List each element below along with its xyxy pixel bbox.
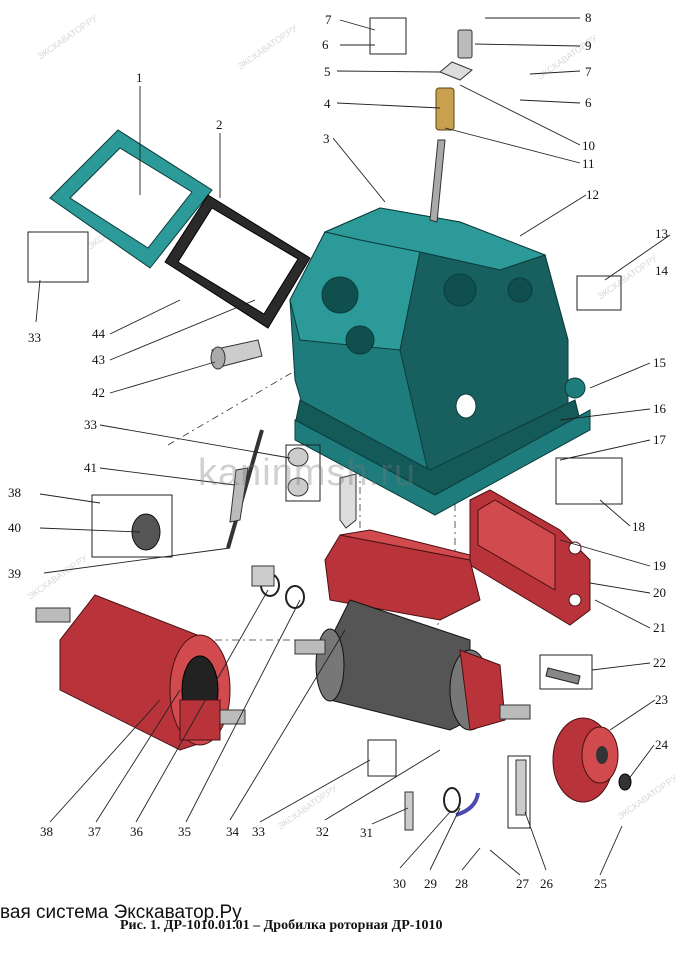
callout-1: 1 [136,70,143,85]
callout-4: 4 [324,96,331,111]
callout-44: 44 [92,326,106,341]
figure-caption: Рис. 1. ДР-1010.01.01 – Дробилка роторна… [120,918,443,933]
callout-9: 9 [585,38,592,53]
watermark-small: ЭКСКАВАТОР.РУ [25,553,89,602]
tie-rod-41 [226,429,264,549]
callout-7b: 7 [585,64,592,79]
callout-13: 13 [655,226,668,241]
housing-base-16 [294,409,591,516]
callout-34: 34 [226,824,240,839]
callout-25: 25 [594,876,607,891]
callout-15: 15 [653,355,666,370]
rotor-34 [294,599,531,731]
pin-31 [404,791,414,831]
callout-38: 38 [40,824,53,839]
callout-18: 18 [632,519,645,534]
gasket-1 [49,129,213,269]
gasket-2 [164,194,311,329]
callout-24: 24 [655,737,669,752]
callout-35: 35 [178,824,191,839]
key-22 [545,667,581,685]
side-cover-20 [469,489,591,626]
callout-33c: 33 [28,330,41,345]
crusher-housing-3 [289,207,581,501]
callout-32: 32 [316,824,329,839]
callout-12: 12 [586,187,599,202]
callout-23: 23 [655,692,668,707]
spring-4 [435,87,455,131]
callout-42: 42 [92,385,105,400]
callout-30: 30 [393,876,406,891]
callout-labels: 1 2 3 4 5 6 7 8 9 7 6 10 11 12 13 14 15 … [8,10,669,891]
callout-31: 31 [360,825,373,840]
watermark-small: ЭКСКАВАТОР.РУ [235,23,299,72]
callout-28: 28 [455,876,468,891]
callout-6: 6 [322,37,329,52]
plate-5 [439,61,473,81]
axle-42 [210,339,263,370]
pin-26 [515,759,527,816]
callout-43: 43 [92,352,105,367]
callout-41: 41 [84,460,97,475]
callout-27: 27 [516,876,530,891]
snap-ring-30 [443,787,461,813]
drum-37 [35,594,246,751]
callout-10: 10 [582,138,595,153]
callout-19: 19 [653,558,666,573]
pin-part [339,473,357,529]
pulley-23 [552,717,619,803]
callout-5: 5 [324,64,331,79]
callout-16: 16 [653,401,667,416]
callout-7: 7 [325,12,332,27]
callout-39: 39 [8,566,21,581]
ring-29 [455,792,480,817]
callout-37: 37 [88,824,102,839]
cap-15 [564,377,586,399]
threaded-rod-11 [429,139,446,223]
callout-11: 11 [582,156,595,171]
callout-40: 40 [8,520,21,535]
leader-lines [35,17,671,876]
callout-38b: 38 [8,485,21,500]
callout-8: 8 [585,10,592,25]
callout-33b: 33 [84,417,97,432]
callout-36: 36 [130,824,144,839]
callout-6b: 6 [585,95,592,110]
callout-33: 33 [252,824,265,839]
watermark-main: kaninmsh.ru [198,452,416,494]
bushing-pair-33 [287,447,309,497]
callout-14: 14 [655,263,669,278]
callout-2: 2 [216,117,223,132]
washer-24 [618,773,632,791]
callout-3: 3 [323,131,330,146]
callout-21: 21 [653,620,666,635]
callout-26: 26 [540,876,554,891]
lower-housing [324,529,481,621]
watermark-small: ЭКСКАВАТОР.РУ [275,783,339,832]
callout-boxes [27,17,623,829]
callout-17: 17 [653,432,667,447]
watermark-small: ЭКСКАВАТОР.РУ [595,253,659,302]
callout-20: 20 [653,585,666,600]
bushing-9 [457,29,473,59]
callout-22: 22 [653,655,666,670]
watermark-small: ЭКСКАВАТОР.РУ [35,13,99,62]
washer-36 [251,565,305,609]
site-text: вая система Экскаватор.Ру [0,902,242,923]
callout-29: 29 [424,876,437,891]
